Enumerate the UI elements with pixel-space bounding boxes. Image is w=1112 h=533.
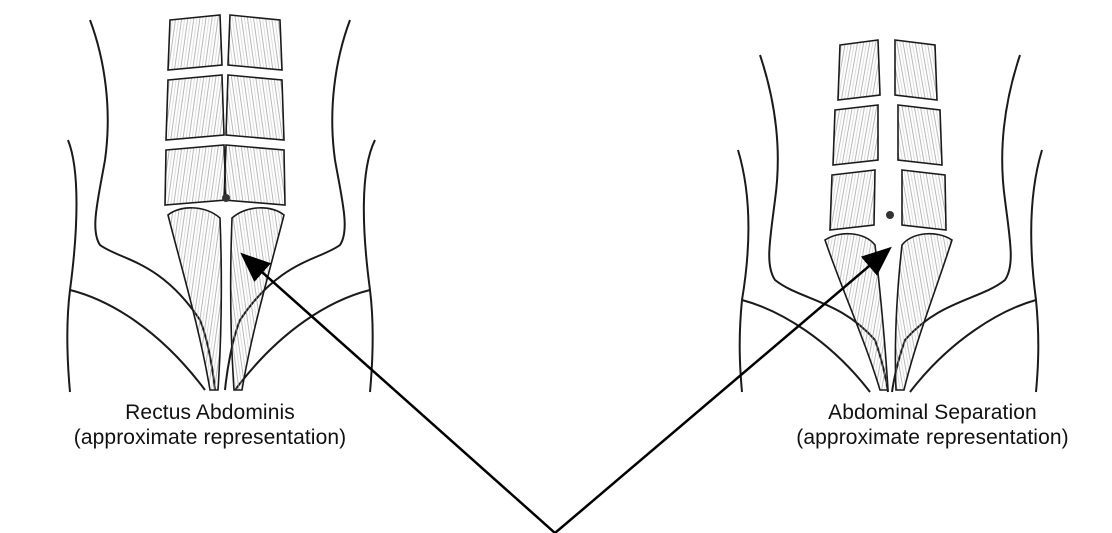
left-muscle-blocks [165,15,285,205]
navel-icon [886,211,894,219]
right-caption-title: Abdominal Separation [760,400,1105,425]
separated-muscle-blocks [830,40,946,230]
rectus-abdominis-caption: Rectus Abdominis (approximate representa… [0,400,420,450]
abdominal-separation-caption: Abdominal Separation (approximate repres… [760,400,1105,450]
rectus-abdominis-illustration [50,0,420,395]
left-caption-title: Rectus Abdominis [0,400,420,425]
right-caption-subtitle: (approximate representation) [760,425,1105,450]
abdominal-separation-illustration [730,0,1100,395]
left-caption-subtitle: (approximate representation) [0,425,420,450]
navel-icon [222,194,230,202]
